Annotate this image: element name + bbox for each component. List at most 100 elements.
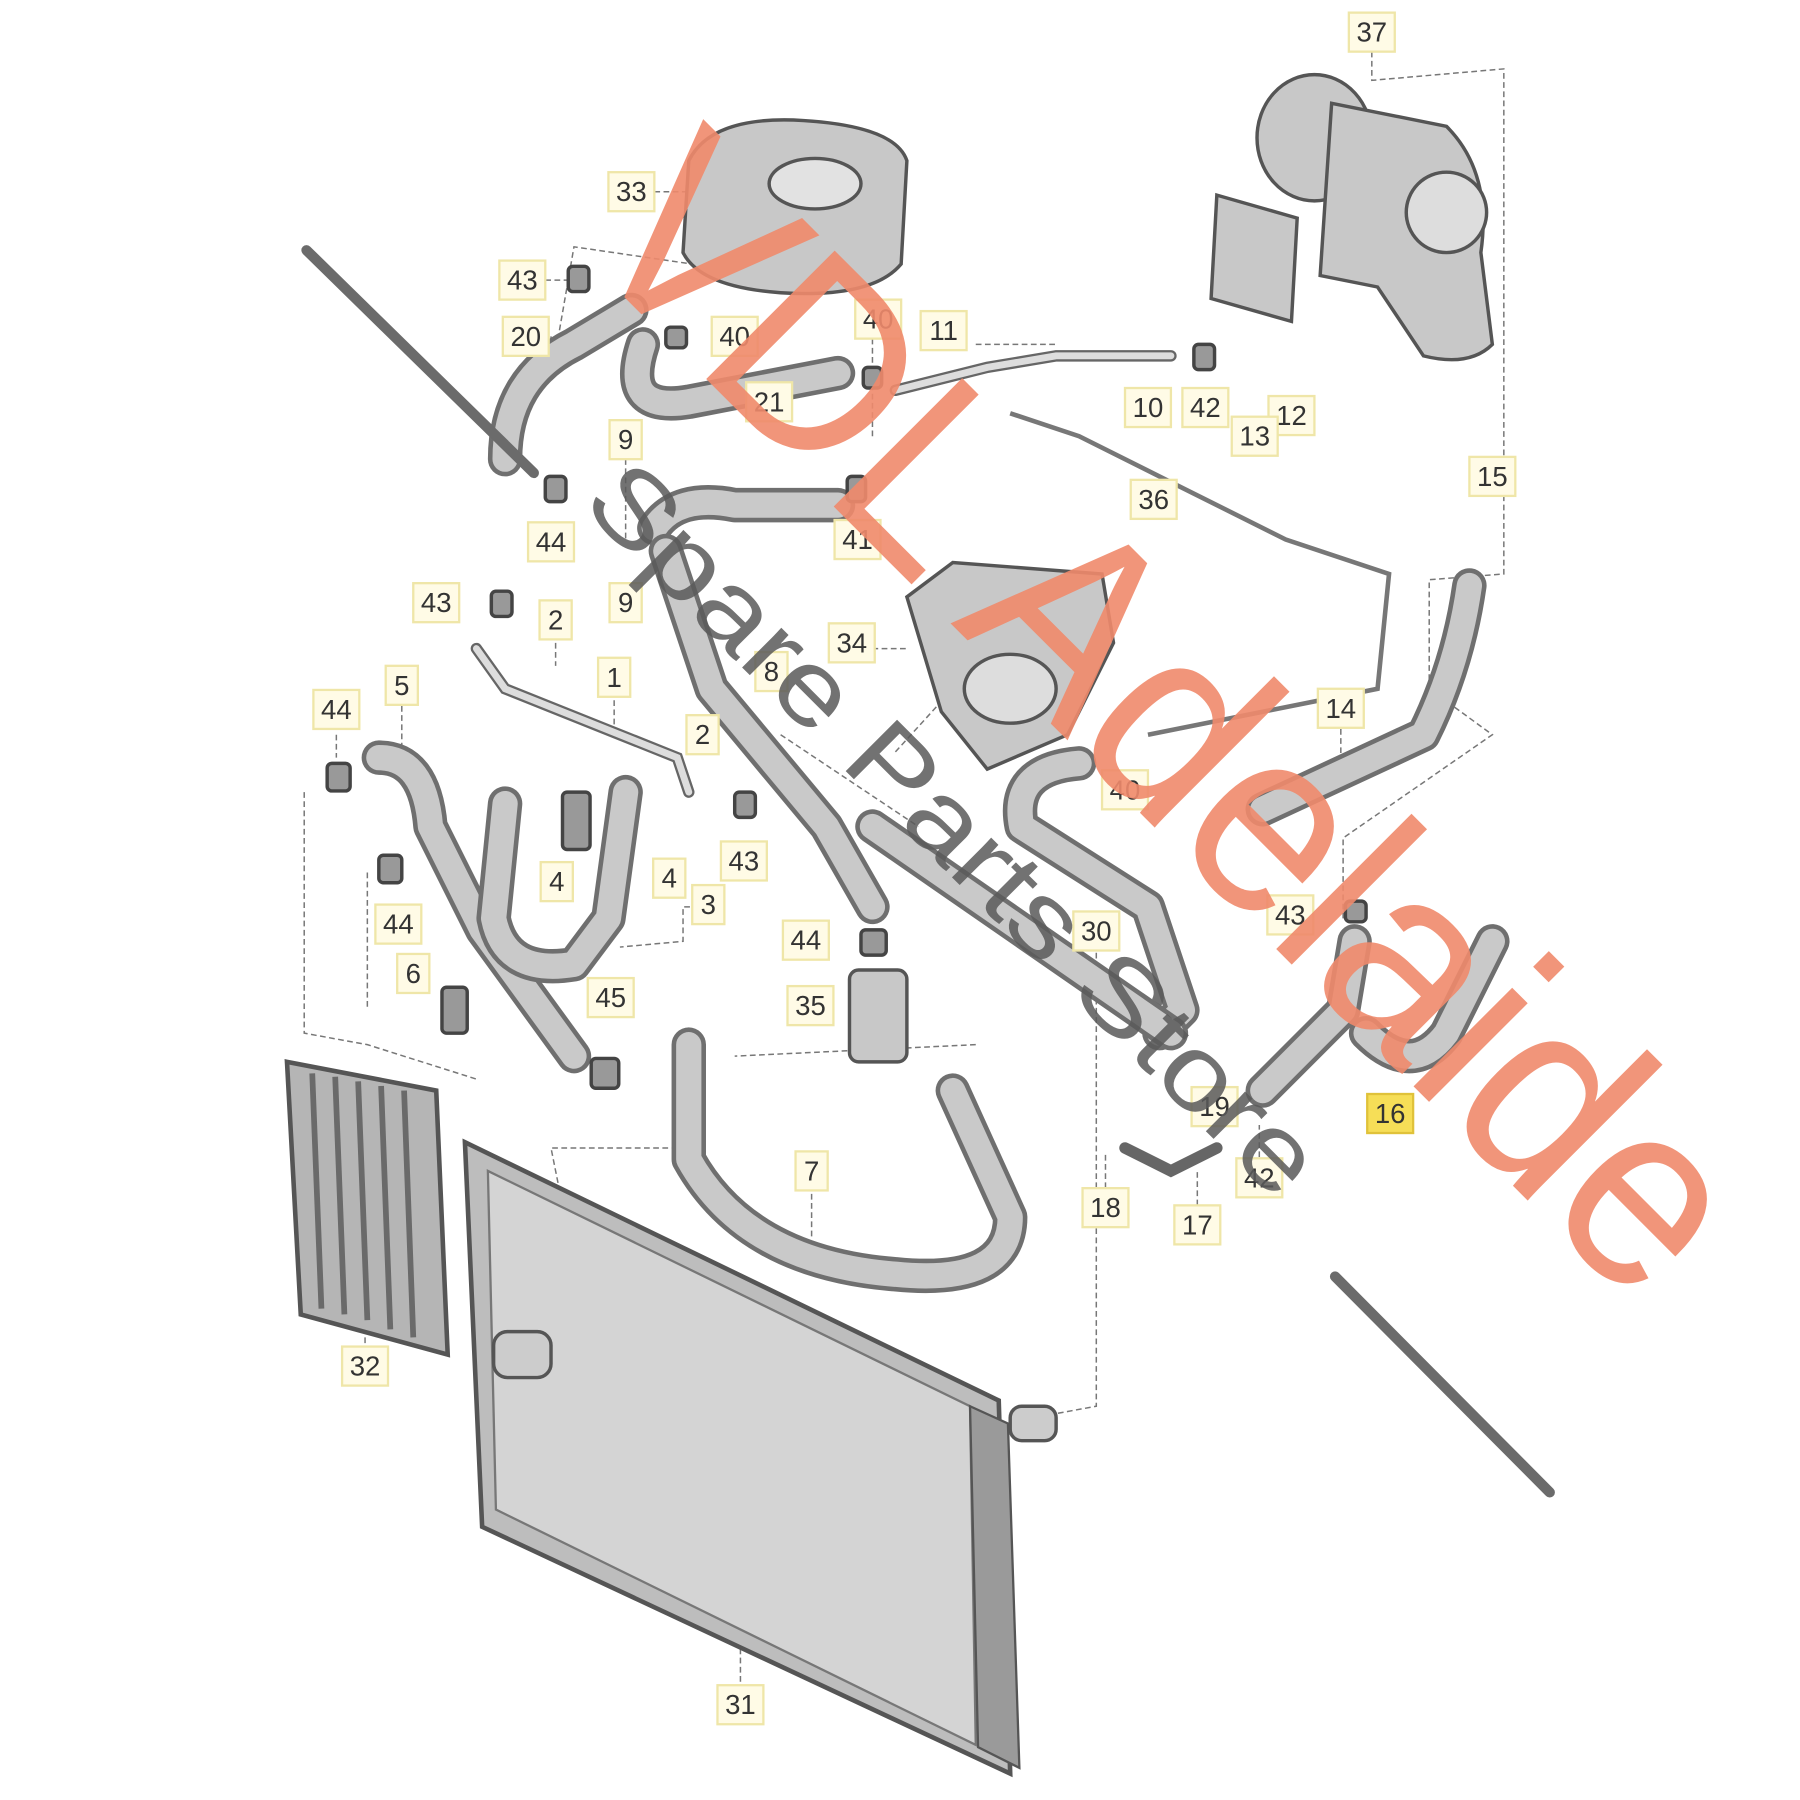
label-number: 6: [406, 958, 421, 989]
part-label-16: 16: [1366, 1092, 1415, 1135]
hoses: [361, 292, 1510, 1294]
part-label-37: 37: [1347, 11, 1396, 53]
label-number: 5: [394, 670, 409, 701]
label-number: 37: [1356, 17, 1387, 48]
label-box: [539, 860, 574, 903]
label-box: [586, 976, 635, 1019]
part-label-36: 36: [1129, 478, 1178, 521]
label-number: 44: [536, 526, 567, 557]
label-box: [1123, 386, 1173, 429]
label-box: [1347, 11, 1396, 53]
part-label-20: 20: [501, 315, 550, 358]
part-label-35: 35: [786, 984, 835, 1027]
part-label-19: 19: [1190, 1085, 1239, 1128]
part-label-21: 21: [745, 381, 794, 423]
label-box: [691, 883, 726, 926]
label-box: [1190, 1085, 1239, 1128]
label-number: 4: [662, 863, 677, 894]
part-label-14: 14: [1316, 687, 1365, 729]
label-number: 21: [754, 386, 785, 417]
part-label-15: 15: [1468, 455, 1517, 498]
label-box: [794, 1150, 829, 1192]
label-number: 2: [695, 719, 710, 750]
part-label-43: 43: [498, 259, 547, 301]
label-number: 4: [549, 866, 564, 897]
clamps: [325, 264, 1368, 1090]
label-number: 42: [1190, 392, 1221, 423]
label-box: [1468, 455, 1517, 498]
label-box: [526, 521, 576, 563]
part-label-1: 1: [596, 656, 632, 698]
part-label-33: 33: [607, 171, 656, 213]
label-box: [854, 298, 903, 340]
label-number: 1: [606, 662, 621, 693]
part-label-17: 17: [1173, 1204, 1222, 1246]
label-box: [1100, 769, 1150, 811]
label-box: [833, 518, 882, 561]
label-box: [412, 582, 461, 624]
label-number: 3: [701, 889, 716, 920]
label-box: [607, 171, 656, 213]
label-number: 40: [719, 321, 750, 352]
label-box: [1173, 1204, 1222, 1246]
part-label-44: 44: [781, 919, 830, 961]
label-number: 33: [616, 176, 647, 207]
part-label-43: 43: [1266, 894, 1315, 936]
label-box: [608, 419, 643, 461]
label-box: [1366, 1092, 1415, 1135]
turbocharger: [1209, 72, 1495, 362]
label-number: 16: [1375, 1098, 1406, 1129]
part-label-40: 40: [854, 298, 903, 340]
part-label-40: 40: [710, 315, 759, 358]
label-box: [786, 984, 835, 1027]
label-box: [652, 857, 687, 899]
part-label-4: 4: [539, 860, 574, 903]
label-number: 41: [842, 524, 873, 555]
part-label-45: 45: [586, 976, 635, 1019]
part-label-9: 9: [608, 582, 643, 624]
part-label-18: 18: [1081, 1186, 1130, 1229]
label-number: 43: [421, 587, 452, 618]
part-label-9: 9: [608, 419, 643, 461]
part-label-44: 44: [374, 903, 423, 945]
part-label-3: 3: [691, 883, 726, 926]
part-label-4: 4: [652, 857, 687, 899]
label-number: 8: [764, 656, 779, 687]
part-label-40: 40: [1100, 769, 1150, 811]
label-number: 42: [1244, 1162, 1275, 1193]
part-label-43: 43: [412, 582, 461, 624]
label-box: [501, 315, 550, 358]
label-number: 43: [1275, 899, 1306, 930]
label-number: 43: [729, 845, 760, 876]
label-box: [1266, 894, 1315, 936]
label-number: 19: [1199, 1091, 1230, 1122]
label-box: [685, 714, 720, 756]
label-number: 12: [1276, 400, 1307, 431]
label-number: 9: [618, 424, 633, 455]
label-box: [340, 1345, 390, 1387]
label-box: [396, 952, 431, 995]
label-box: [1316, 687, 1365, 729]
label-box: [919, 309, 968, 352]
label-number: 43: [507, 265, 538, 296]
part-label-8: 8: [754, 650, 789, 693]
label-box: [608, 582, 643, 624]
label-number: 11: [929, 315, 958, 346]
label-number: 32: [350, 1351, 381, 1382]
part-label-11: 11: [919, 309, 968, 352]
part-label-30: 30: [1072, 910, 1121, 952]
label-number: 13: [1239, 421, 1270, 452]
part-label-34: 34: [827, 622, 876, 664]
label-number: 44: [383, 909, 414, 940]
part-label-42: 42: [1181, 386, 1230, 429]
label-number: 44: [791, 925, 822, 956]
label-number: 45: [595, 982, 626, 1013]
label-box: [596, 656, 632, 698]
label-number: 14: [1325, 693, 1356, 724]
part-label-6: 6: [396, 952, 431, 995]
label-box: [1081, 1186, 1130, 1229]
label-number: 36: [1138, 484, 1169, 515]
label-box: [719, 840, 768, 882]
label-number: 35: [795, 990, 826, 1021]
label-box: [374, 903, 423, 945]
